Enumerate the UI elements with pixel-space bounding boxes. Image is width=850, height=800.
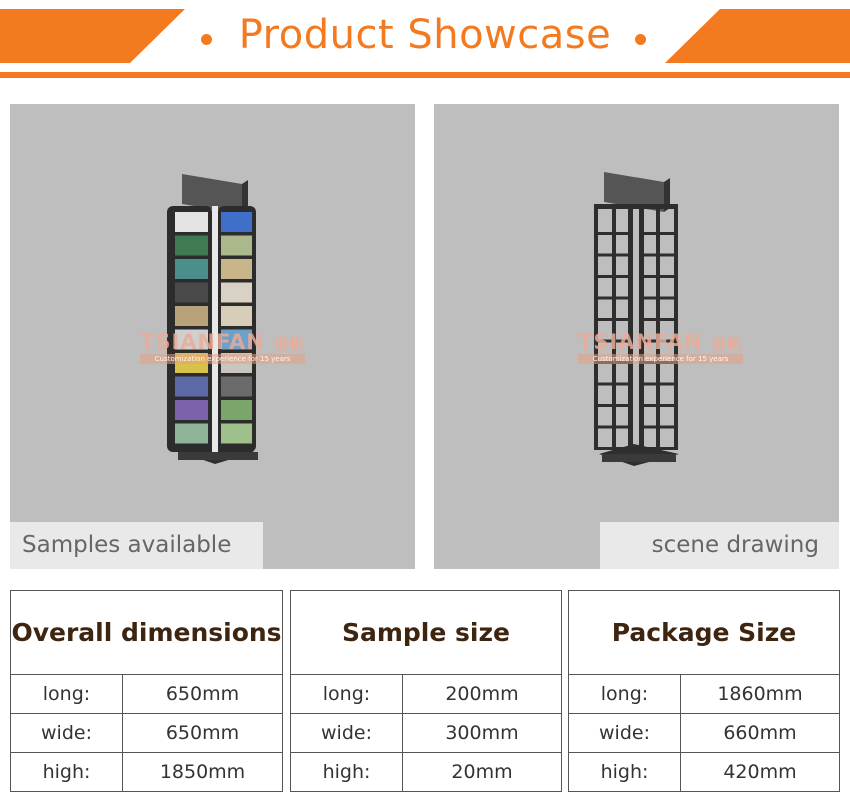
spec-table-package-size: Package Size long: 1860mm wide: 660mm high…: [568, 590, 840, 792]
spec-row: high: 1850mm: [11, 753, 282, 791]
rack-rung: [640, 382, 678, 386]
sample-tile: [175, 306, 208, 326]
rack-rung: [640, 275, 678, 278]
rack-rung: [640, 253, 678, 257]
spec-key: high:: [11, 753, 123, 791]
header-left-band: [0, 9, 185, 63]
rack-rung: [594, 296, 632, 300]
watermark: TSIANFAN 谦帆 Customization experience for…: [140, 330, 306, 364]
sample-tile: [175, 329, 208, 350]
sample-tile: [221, 282, 252, 303]
rack-rung: [640, 339, 678, 343]
rack-rung: [594, 404, 632, 407]
rack-rung: [594, 318, 632, 321]
product-image-samples: TSIANFAN 谦帆 Customization experience for…: [10, 104, 415, 569]
sample-tile: [221, 423, 252, 444]
sample-tile: [221, 235, 252, 256]
spec-row: long: 200mm: [291, 675, 561, 714]
panel-caption: scene drawing: [600, 522, 839, 569]
spec-row: wide: 660mm: [569, 714, 839, 753]
spec-row: wide: 650mm: [11, 714, 282, 753]
spec-value: 650mm: [165, 722, 240, 744]
sample-tile: [175, 235, 208, 256]
spec-key: long:: [291, 675, 403, 713]
rack-rung: [594, 447, 632, 450]
rack-rung: [640, 425, 678, 429]
spec-table-title: Package Size: [569, 591, 839, 675]
spec-value: 420mm: [723, 761, 797, 783]
rack-rung: [594, 339, 632, 343]
spec-value: 20mm: [451, 761, 513, 783]
spec-table-sample-size: Sample size long: 200mm wide: 300mm high: 2…: [290, 590, 562, 792]
sample-tile: [175, 423, 208, 444]
rack-rung: [594, 232, 632, 235]
header-right-band: [665, 9, 850, 63]
sample-tile: [221, 259, 252, 279]
rack-rung: [640, 318, 678, 321]
sample-tile: [221, 212, 252, 232]
spec-value: 660mm: [723, 722, 797, 744]
spec-key: long:: [569, 675, 681, 713]
spec-key: wide:: [291, 714, 403, 752]
spec-row: high: 420mm: [569, 753, 839, 791]
spec-table-title: Sample size: [291, 591, 561, 675]
spec-table-overall-dimensions: Overall dimensions long: 650mm wide: 650mm…: [10, 590, 283, 792]
rack-rung: [594, 425, 632, 429]
spec-key: long:: [11, 675, 123, 713]
spec-row: long: 1860mm: [569, 675, 839, 714]
header-dot-right: [635, 34, 646, 45]
header-rule: [0, 72, 850, 78]
spec-value: 650mm: [165, 683, 240, 705]
rack-rung: [640, 232, 678, 235]
spec-value: 300mm: [445, 722, 519, 744]
product-image-scene: TSIANFAN 谦帆 Customization experience for…: [434, 104, 839, 569]
spec-key: high:: [291, 753, 403, 791]
sample-tile: [175, 259, 208, 279]
spec-key: wide:: [569, 714, 681, 752]
sample-tile: [175, 400, 208, 420]
spec-value: 1850mm: [159, 761, 246, 783]
rack-rung: [594, 382, 632, 386]
rack-rung: [640, 447, 678, 450]
spec-row: high: 20mm: [291, 753, 561, 791]
spec-row: long: 650mm: [11, 675, 282, 714]
sample-tile: [221, 306, 252, 326]
rack-rung: [594, 253, 632, 257]
rack-rung: [594, 275, 632, 278]
spec-row: wide: 300mm: [291, 714, 561, 753]
sample-tile: [175, 282, 208, 303]
header-dot-left: [201, 34, 212, 45]
spec-key: wide:: [11, 714, 123, 752]
sample-tile: [175, 212, 208, 232]
sample-tile: [175, 376, 208, 397]
panel-caption: Samples available: [10, 522, 263, 569]
spec-key: high:: [569, 753, 681, 791]
page-title: Product Showcase: [238, 12, 612, 58]
spec-value: 200mm: [445, 683, 519, 705]
sample-tile: [221, 376, 252, 397]
spec-table-title: Overall dimensions: [11, 591, 282, 675]
watermark: TSIANFAN 谦帆 Customization experience for…: [578, 330, 744, 364]
rack-rung: [640, 296, 678, 300]
spec-value: 1860mm: [717, 683, 803, 705]
rack-rung: [640, 404, 678, 407]
sample-tile: [221, 329, 252, 350]
sample-tile: [221, 400, 252, 420]
